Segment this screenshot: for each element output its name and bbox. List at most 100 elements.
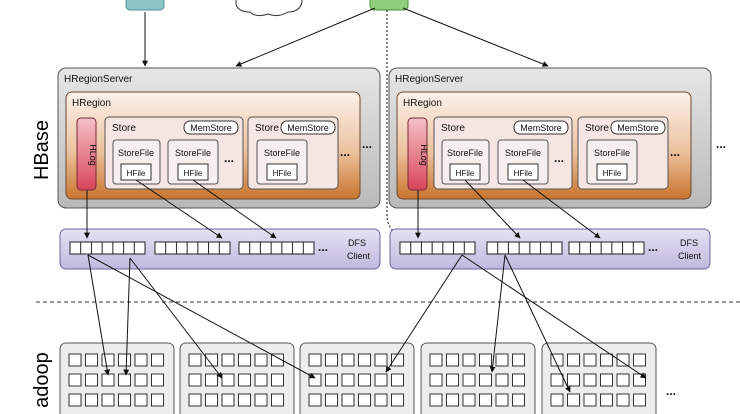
data-block: [151, 393, 164, 407]
memstore-label: MemStore: [520, 123, 562, 133]
dfs-client-label: DFS: [680, 238, 698, 248]
store-label: Store: [112, 123, 136, 134]
ellipsis: ...: [666, 384, 676, 398]
data-block: [325, 373, 338, 387]
data-block: [462, 393, 476, 407]
dfs-client-label: Client: [678, 251, 702, 261]
data-block: [583, 353, 597, 367]
data-block: [429, 393, 443, 407]
storefile-label: StoreFile: [447, 148, 483, 158]
data-block: [85, 373, 98, 387]
hfile-label: HFile: [184, 169, 203, 178]
top-client-box: [125, 0, 165, 11]
dfs-block-strips: [69, 241, 645, 255]
store-label: Store: [255, 123, 279, 134]
data-block: [391, 393, 404, 407]
data-block: [600, 393, 613, 407]
storefile-label: StoreFile: [505, 148, 541, 158]
memstore-badge: [280, 120, 336, 135]
datanode: [299, 342, 415, 414]
memstore-badge: [183, 120, 239, 135]
data-block: [583, 393, 597, 407]
data-block: [446, 393, 459, 407]
ellipsis: ...: [648, 240, 658, 254]
datanode: [59, 342, 175, 414]
data-block: [68, 353, 82, 367]
dfs-client-label: DFS: [348, 238, 366, 248]
data-block: [358, 393, 371, 407]
data-block: [567, 373, 580, 387]
storefile-label: StoreFile: [594, 148, 630, 158]
block-strip: [154, 241, 231, 255]
data-block: [567, 393, 580, 407]
data-block: [479, 373, 492, 387]
data-block: [134, 393, 148, 407]
memstore-badge: [513, 120, 569, 135]
data-block: [446, 353, 459, 367]
memstore-label: MemStore: [617, 123, 659, 133]
hlog-label: HLog: [88, 144, 98, 166]
block-strip: [238, 241, 315, 255]
hfile-label: HFile: [456, 169, 475, 178]
store-label: Store: [441, 123, 465, 134]
block-strip: [399, 241, 476, 255]
hlog-label: HLog: [419, 144, 429, 166]
datanodes: [59, 342, 657, 414]
data-block: [221, 393, 235, 407]
data-block: [221, 373, 235, 387]
data-block: [325, 353, 338, 367]
data-block: [325, 393, 338, 407]
data-block: [512, 373, 525, 387]
ellipsis: ...: [670, 145, 680, 159]
data-block: [188, 393, 202, 407]
data-block: [308, 393, 322, 407]
data-block: [374, 353, 388, 367]
data-block: [254, 393, 268, 407]
data-block: [271, 393, 284, 407]
data-block: [512, 393, 525, 407]
hfile-box: [596, 163, 628, 181]
data-block: [205, 353, 218, 367]
data-block: [205, 373, 218, 387]
data-block: [567, 353, 580, 367]
region-label: HRegion: [72, 98, 111, 109]
memstore-badge: [610, 120, 666, 135]
data-block: [462, 353, 476, 367]
data-block: [205, 393, 218, 407]
data-block: [616, 373, 630, 387]
hfile-label: HFile: [514, 169, 533, 178]
data-block: [479, 393, 492, 407]
data-block: [151, 353, 164, 367]
cloud-icon: [235, 0, 303, 17]
data-block: [188, 353, 202, 367]
data-block: [118, 393, 131, 407]
data-block: [341, 353, 355, 367]
data-block: [600, 373, 613, 387]
data-block: [429, 373, 443, 387]
data-block: [254, 373, 268, 387]
datanode: [541, 342, 657, 414]
data-block: [101, 353, 115, 367]
arrow-master-to-server1: [235, 7, 376, 67]
memstore-label: MemStore: [287, 123, 329, 133]
data-block: [68, 373, 82, 387]
data-block: [429, 353, 443, 367]
data-block: [479, 353, 492, 367]
data-block: [85, 393, 98, 407]
data-block: [341, 393, 355, 407]
data-block: [341, 373, 355, 387]
storefile-label: StoreFile: [175, 148, 211, 158]
data-block: [85, 353, 98, 367]
storefile-label: StoreFile: [264, 148, 300, 158]
arrow-master-to-server2: [402, 7, 549, 67]
hfile-box: [266, 163, 298, 181]
ellipsis: ...: [554, 151, 564, 165]
data-block: [374, 373, 388, 387]
top-master-box: [369, 0, 409, 11]
dfs-client-label: Client: [347, 251, 371, 261]
region-server-label: HRegionServer: [395, 74, 464, 85]
data-block: [134, 353, 148, 367]
data-block: [101, 373, 115, 387]
data-block: [495, 373, 509, 387]
